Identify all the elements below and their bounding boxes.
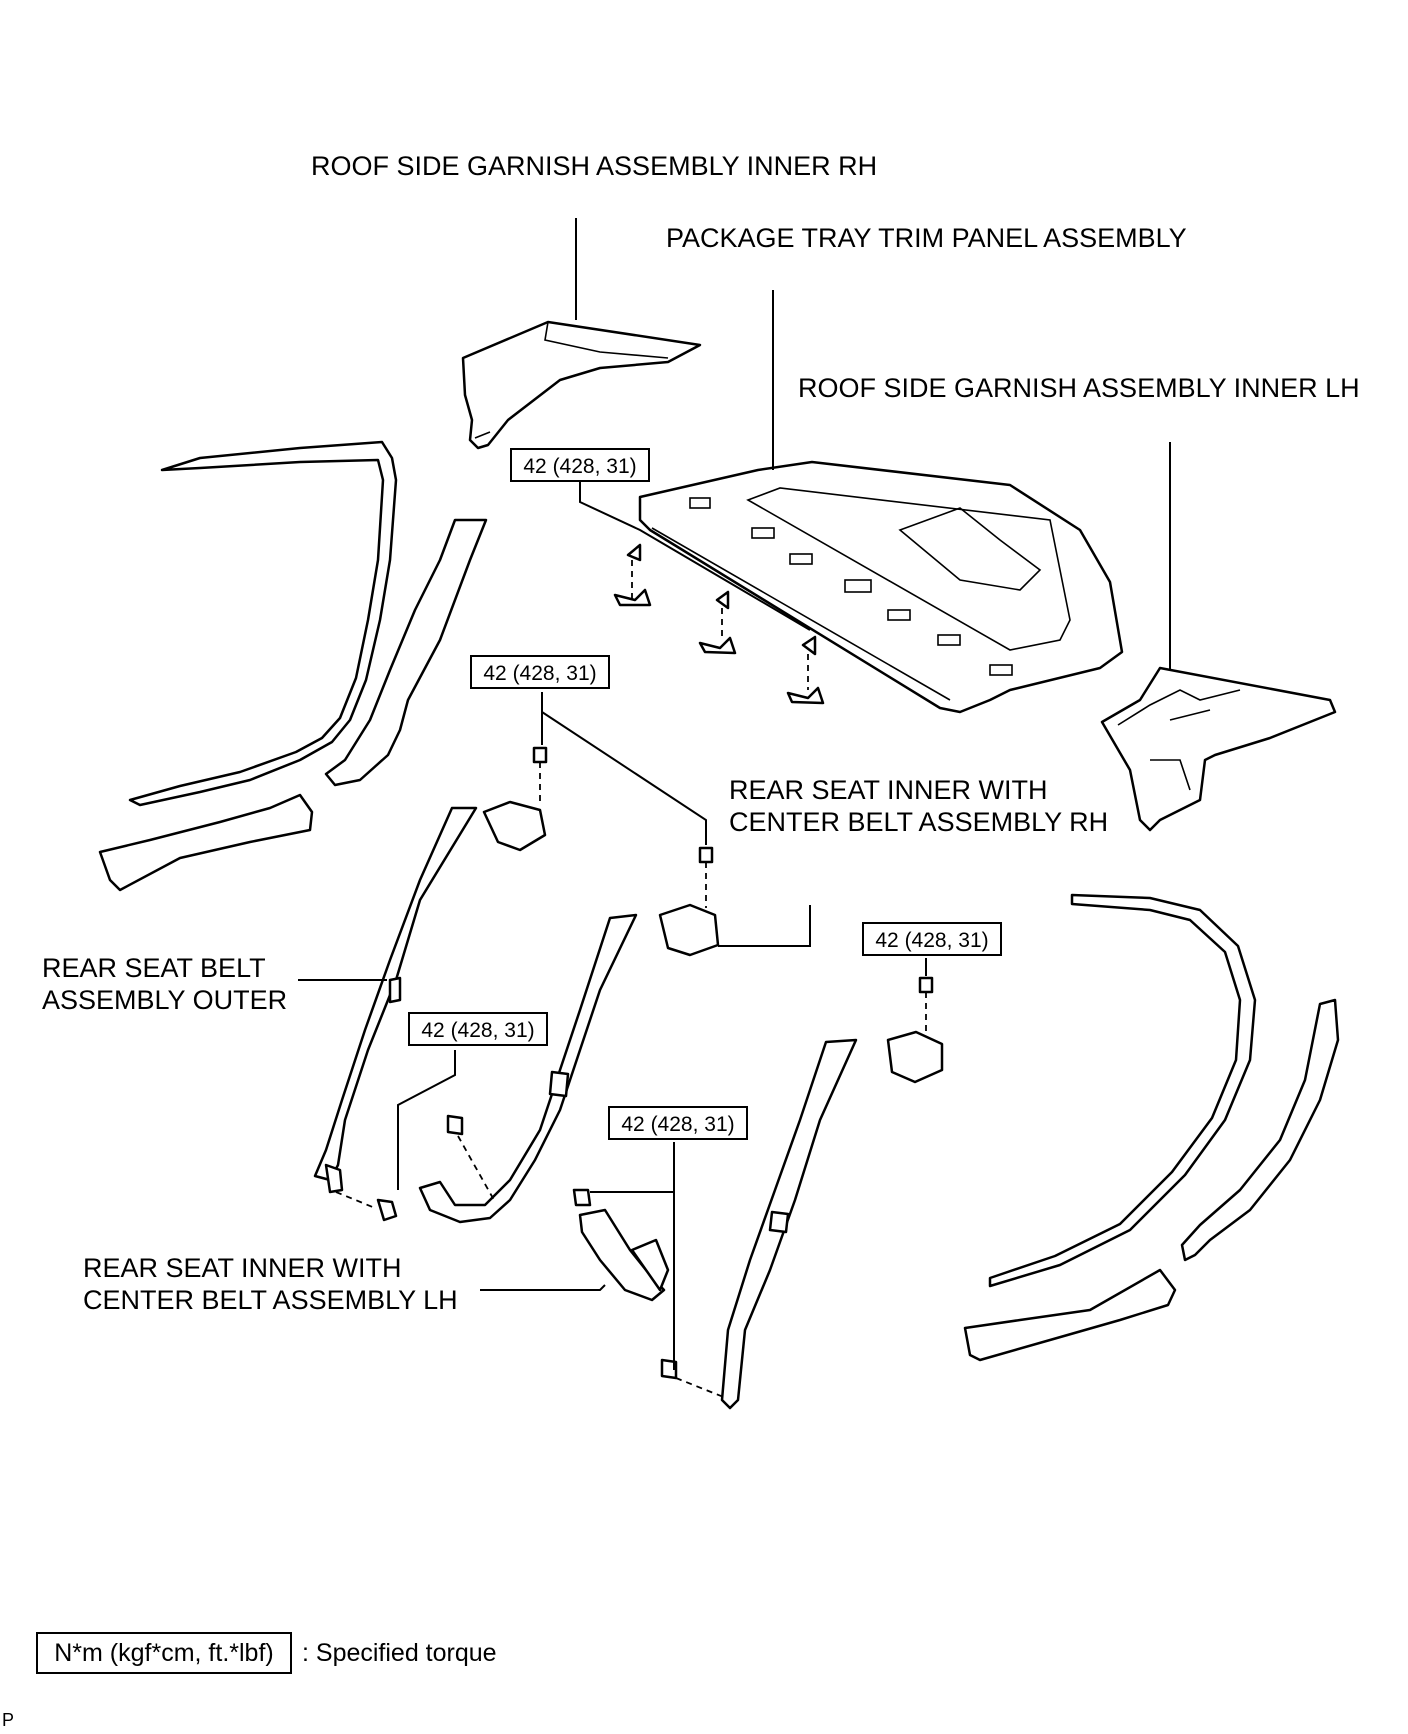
right-scuff-plate: [963, 1268, 1177, 1362]
label-outer-belt-line2: ASSEMBLY OUTER: [42, 985, 288, 1015]
label-package-tray: PACKAGE TRAY TRIM PANEL ASSEMBLY: [666, 223, 1187, 253]
label-outer-belt-line1: REAR SEAT BELT: [42, 953, 266, 983]
package-tray-part: [638, 460, 1124, 714]
roof-side-garnish-rh-part: [461, 320, 702, 450]
left-scuff-plate: [98, 793, 314, 892]
label-center-belt-lh-line1: REAR SEAT INNER WITH: [83, 1253, 402, 1283]
roof-side-garnish-lh-part: [1100, 666, 1337, 832]
label-roof-side-garnish-lh: ROOF SIDE GARNISH ASSEMBLY INNER LH: [798, 373, 1360, 403]
label-center-belt-lh-line2: CENTER BELT ASSEMBLY LH: [83, 1285, 458, 1315]
center-belt-rh-part: [418, 903, 720, 1224]
right-window-weatherstrip: [988, 893, 1257, 1288]
label-roof-side-garnish-rh: ROOF SIDE GARNISH ASSEMBLY INNER RH: [311, 151, 878, 181]
torque-callout: 42 (428, 31): [408, 1012, 548, 1046]
left-window-weatherstrip: [128, 440, 398, 807]
center-belt-lh-part: [572, 1188, 670, 1302]
outer-seat-belt-part: [313, 800, 547, 1222]
package-tray-clips: [613, 543, 825, 705]
label-center-belt-rh-line2: CENTER BELT ASSEMBLY RH: [729, 807, 1109, 837]
label-center-belt-rh-line1: REAR SEAT INNER WITH: [729, 775, 1048, 805]
torque-callout: 42 (428, 31): [608, 1106, 748, 1140]
bolts: [532, 746, 934, 1035]
leader-lines: [298, 218, 1171, 1370]
torque-callout: 42 (428, 31): [862, 922, 1002, 956]
torque-callout: 42 (428, 31): [510, 448, 650, 482]
torque-callout: 42 (428, 31): [470, 655, 610, 689]
right-outer-seat-belt-part: [660, 1030, 944, 1410]
right-pillar-garnish: [1180, 998, 1340, 1262]
corner-mark: P: [2, 1710, 15, 1730]
legend-unit-box: N*m (kgf*cm, ft.*lbf): [36, 1632, 292, 1674]
legend-text: : Specified torque: [302, 1639, 497, 1667]
left-pillar-garnish: [324, 518, 488, 787]
